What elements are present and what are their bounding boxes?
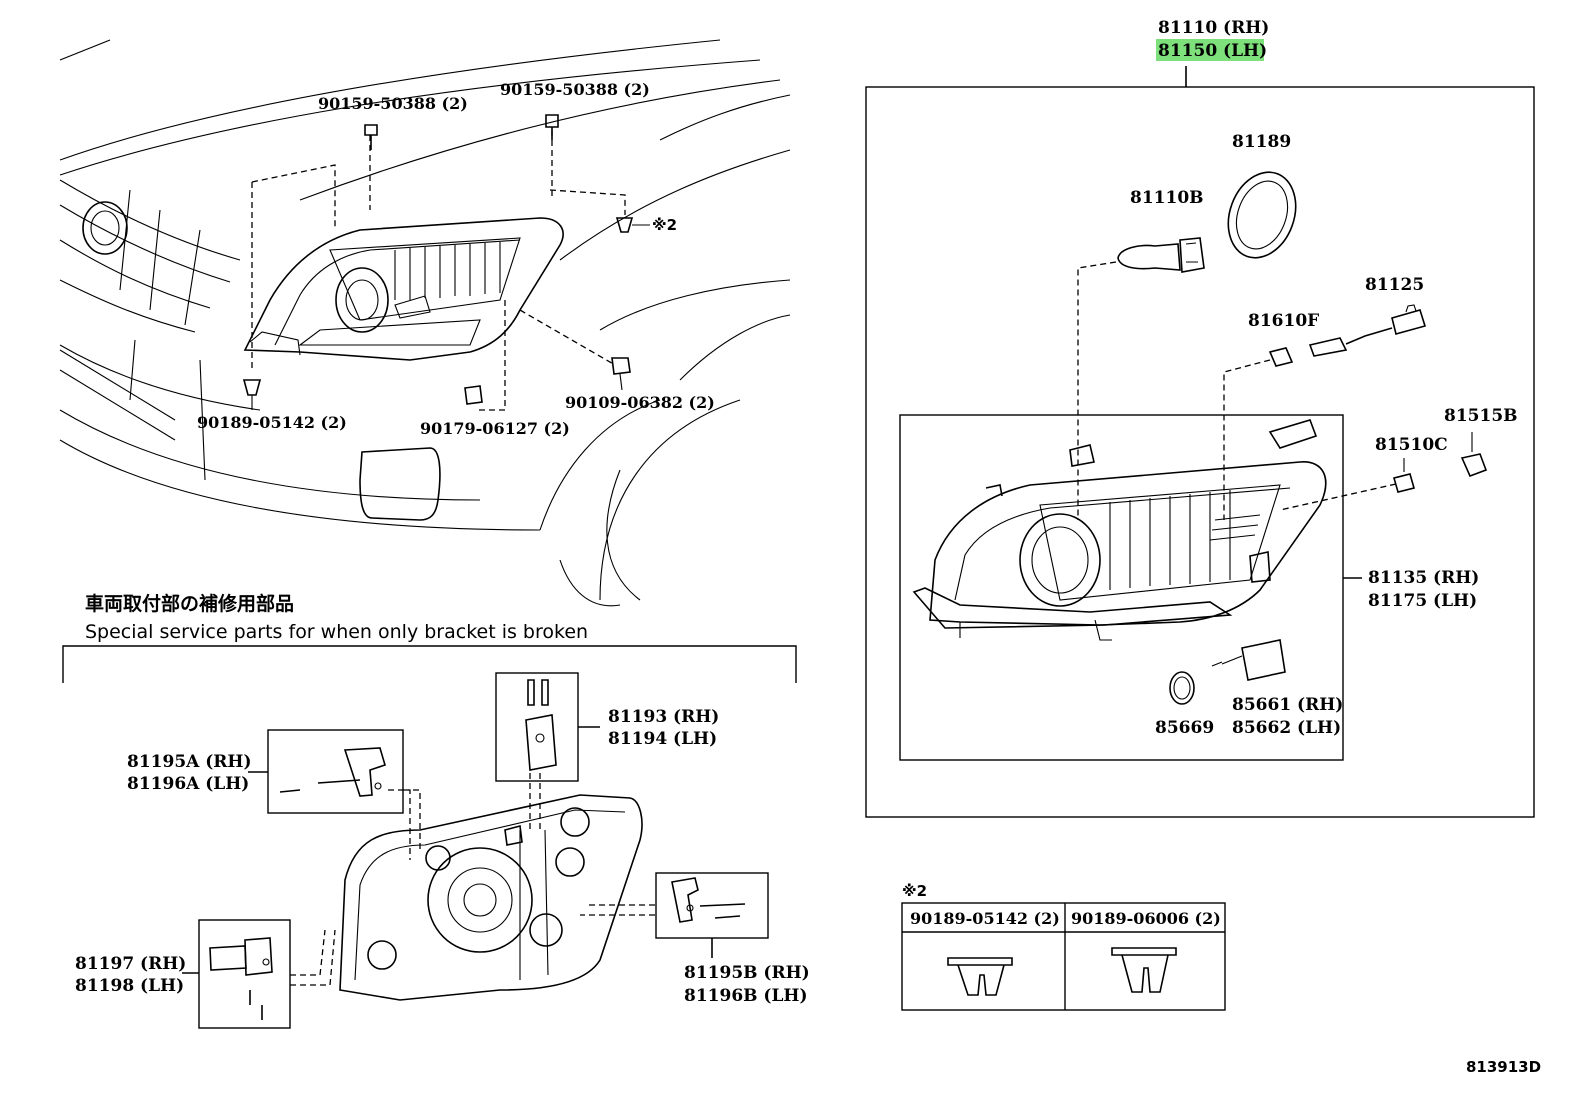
right-bracket-part <box>671 877 746 923</box>
service-title-en: Special service parts for when only brac… <box>85 621 588 643</box>
bulb-socket-ring <box>1227 171 1297 259</box>
headlamp-bulb <box>1117 237 1205 273</box>
label-81610f: 81610F <box>1248 311 1319 331</box>
label-81195b: 81195B (RH) <box>684 963 810 983</box>
label-bolt-left: 90159-50388 (2) <box>318 94 468 113</box>
wedge-bulb <box>1393 458 1415 493</box>
note-mark: ※2 <box>902 882 927 900</box>
clip-icon <box>615 217 650 233</box>
label-81125: 81125 <box>1365 275 1424 295</box>
note-col2-header: 90189-06006 (2) <box>1071 909 1221 928</box>
clip-icon <box>947 957 1013 996</box>
highlight-81150 <box>1156 39 1264 61</box>
label-81196a: 81196A (LH) <box>127 774 249 794</box>
label-81515b: 81515B <box>1444 406 1518 426</box>
label-nut-right: 90109-06382 (2) <box>565 393 715 412</box>
label-clip-bottom-left: 90189-05142 (2) <box>197 413 347 432</box>
label-81510c: 81510C <box>1375 435 1448 455</box>
headlamp-rear-housing <box>339 794 643 1001</box>
clip-icon <box>1111 947 1177 993</box>
left-bracket-part <box>279 747 386 797</box>
box-81197 <box>198 919 291 1029</box>
small-bulb <box>1268 347 1294 367</box>
label-81189: 81189 <box>1232 132 1291 152</box>
note-table <box>901 902 1226 1011</box>
label-clip-note: ※2 <box>652 216 677 234</box>
lens-hatching <box>394 242 501 300</box>
box-81195a <box>267 729 404 814</box>
label-81197: 81197 (RH) <box>75 954 186 974</box>
bracket-icon <box>464 385 483 405</box>
label-bolt-right: 90159-50388 (2) <box>500 80 650 99</box>
clip-icon <box>242 379 262 410</box>
label-unit-rh: 81135 (RH) <box>1368 568 1479 588</box>
label-unit-lh: 81175 (LH) <box>1368 591 1477 611</box>
label-85669: 85669 <box>1155 718 1214 738</box>
assembly-outer-box <box>865 86 1535 818</box>
label-81195a: 81195A (RH) <box>127 752 252 772</box>
label-81193: 81193 (RH) <box>608 707 719 727</box>
label-81198: 81198 (LH) <box>75 976 184 996</box>
box-81193 <box>495 672 579 782</box>
label-85662: 85662 (LH) <box>1232 718 1341 738</box>
label-bracket-bottom: 90179-06127 (2) <box>420 419 570 438</box>
label-top-lh: 81150 (LH) <box>1158 41 1267 61</box>
vehicle-front-drawing <box>59 39 791 607</box>
bolt-icon <box>545 114 559 140</box>
side-socket <box>1460 432 1488 478</box>
service-bracket-line <box>62 645 797 683</box>
label-top-rh: 81110 (RH) <box>1158 18 1269 38</box>
label-85661: 85661 (RH) <box>1232 695 1343 715</box>
diagram-code: 813913D <box>1466 1058 1541 1076</box>
socket-harness <box>1308 304 1427 357</box>
label-81196b: 81196B (LH) <box>684 986 808 1006</box>
service-title-jp: 車両取付部の補修用部品 <box>85 592 294 615</box>
note-col1-header: 90189-05142 (2) <box>910 909 1060 928</box>
label-81194: 81194 (LH) <box>608 729 717 749</box>
label-81110b: 81110B <box>1130 188 1204 208</box>
nut-icon <box>611 357 631 391</box>
headlamp-unit <box>912 419 1327 641</box>
hid-module <box>1211 639 1286 681</box>
lower-bracket-part <box>209 937 273 1020</box>
assembly-inner-box <box>899 414 1344 761</box>
bolt-icon <box>364 124 378 150</box>
upper-bracket-part <box>525 679 557 771</box>
o-ring <box>1169 671 1195 705</box>
